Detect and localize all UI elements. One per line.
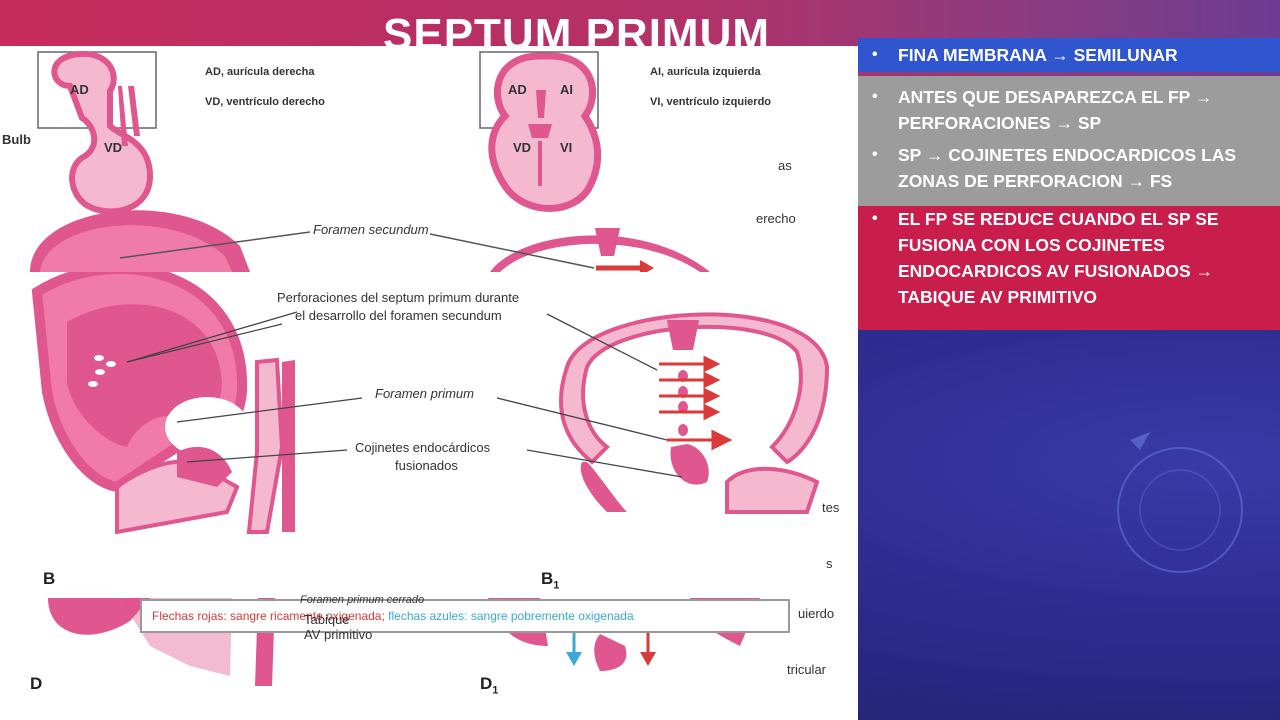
bullet-text: EL FP SE REDUCE CUANDO EL SP SE FUSIONA … — [898, 209, 1219, 307]
bullet-panel: • FINA MEMBRANA → SEMILUNAR • ANTES QUE … — [858, 38, 1280, 330]
foramen-secundum-label: Foramen secundum — [313, 222, 429, 237]
legend-ad: AD, aurícula derecha — [205, 66, 315, 78]
embryology-figure: AD, aurícula derecha VD, ventrículo dere… — [0, 46, 858, 720]
perforaciones-label-1: Perforaciones del septum primum durante — [277, 290, 520, 305]
legend-red-arrows: Flechas rojas: sangre ricamente oxigenad… — [152, 609, 385, 623]
edge-fragment: tes — [822, 500, 840, 515]
panel-letter-d1: D1 — [480, 674, 499, 697]
bullet-dot-icon: • — [872, 210, 878, 227]
legend-ai: AI, aurícula izquierda — [650, 66, 761, 78]
bullet-dot-icon: • — [872, 46, 878, 63]
panel-letter-d: D — [30, 674, 43, 693]
perforaciones-label-2: el desarrollo del foramen secundum — [295, 308, 502, 323]
cojinetes-label-2: fusionados — [395, 458, 458, 473]
edge-fragment: erecho — [756, 211, 796, 226]
bullet-dot-icon: • — [872, 88, 878, 105]
detail-diagram — [31, 272, 829, 535]
chamber-vi: VI — [560, 140, 573, 155]
bullet-item: • FINA MEMBRANA → SEMILUNAR — [872, 42, 1266, 68]
foramen-primum-cerrado-label: Foramen primum cerrado — [300, 594, 425, 606]
bulb-label: Bulb — [2, 132, 31, 147]
chamber-ad-right: AD — [508, 82, 527, 97]
panel-letter-b1: B1 — [541, 569, 560, 592]
bullet-block-gray: • ANTES QUE DESAPAREZCA EL FP → PERFORAC… — [858, 76, 1280, 206]
decorative-circle-icon — [1117, 432, 1243, 573]
chamber-vd: VD — [104, 140, 123, 155]
tabique-label-2: AV primitivo — [304, 627, 373, 642]
edge-fragment: tricular — [787, 662, 827, 677]
edge-fragment: s — [826, 556, 833, 571]
legend-vi: VI, ventrículo izquierdo — [650, 96, 772, 108]
foramen-primum-label: Foramen primum — [375, 386, 474, 401]
bullet-dot-icon: • — [872, 146, 878, 163]
panel-letter-b: B — [43, 569, 56, 588]
bullet-text: SP → COJINETES ENDOCARDICOS LAS ZONAS DE… — [898, 145, 1237, 191]
bullet-text: ANTES QUE DESAPAREZCA EL FP → PERFORACIO… — [898, 87, 1213, 133]
detail-panel: Perforaciones del septum primum durante … — [27, 272, 829, 598]
legend-vd: VD, ventrículo derecho — [205, 96, 325, 108]
legend-blue-arrows: flechas azules: sangre pobremente oxigen… — [388, 609, 634, 623]
tabique-label-1: Tabique — [304, 612, 350, 627]
bullet-item: • EL FP SE REDUCE CUANDO EL SP SE FUSION… — [872, 206, 1266, 310]
chamber-ad: AD — [70, 82, 89, 97]
bullet-text: FINA MEMBRANA → SEMILUNAR — [898, 45, 1178, 65]
edge-fragment: uierdo — [798, 606, 835, 621]
bullet-block-blue: • FINA MEMBRANA → SEMILUNAR — [858, 38, 1280, 72]
bullet-block-red: • EL FP SE REDUCE CUANDO EL SP SE FUSION… — [858, 206, 1280, 330]
chamber-ai: AI — [560, 82, 573, 97]
bullet-item: • SP → COJINETES ENDOCARDICOS LAS ZONAS … — [872, 142, 1266, 194]
arrow-legend: Flechas rojas: sangre ricamente oxigenad… — [140, 599, 790, 633]
bullet-item: • ANTES QUE DESAPAREZCA EL FP → PERFORAC… — [872, 84, 1266, 136]
edge-fragment: as — [778, 158, 792, 173]
chamber-vd-right: VD — [513, 140, 532, 155]
cojinetes-label-1: Cojinetes endocárdicos — [355, 440, 491, 455]
